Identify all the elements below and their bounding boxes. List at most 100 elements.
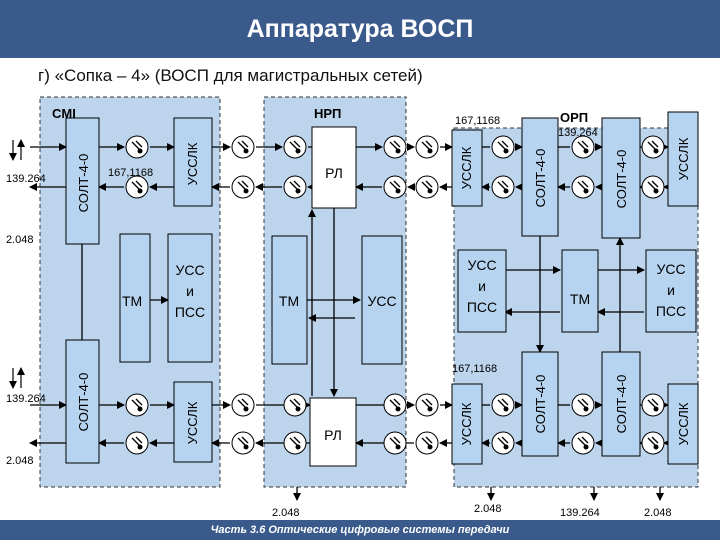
page-title: Аппаратура ВОСП	[0, 0, 720, 58]
optical-connector-icon	[415, 393, 439, 417]
uss-pss-block-cmi	[167, 233, 213, 363]
optical-connector-icon	[491, 431, 515, 455]
optical-connector-icon	[415, 431, 439, 455]
and-label: и	[186, 283, 194, 299]
solt-label: СОЛТ-4-0	[76, 373, 91, 432]
and-label: и	[667, 282, 675, 298]
uss-label: УСС	[467, 257, 496, 273]
optical-connector-icon	[571, 175, 595, 199]
ussk-block-orp-bottom-left	[451, 383, 483, 465]
ussk-label: УССЛК	[185, 142, 200, 185]
solt-label: СОЛТ-4-0	[614, 150, 629, 209]
tm-block-cmi	[119, 233, 151, 363]
optical-connector-icon	[415, 135, 439, 159]
rate-2048-left-bottom: 2.048	[6, 455, 34, 467]
solt-block-orp-bottom-left	[521, 351, 559, 457]
optical-connector-icon	[231, 175, 255, 199]
optical-connector-icon	[641, 175, 665, 199]
rate-167-cmi: 167,1168	[108, 167, 153, 179]
pss-label: ПСС	[467, 299, 497, 315]
ussk-block-cmi-top	[173, 117, 213, 207]
nrp-label: НРП	[314, 106, 341, 121]
solt-label: СОЛТ-4-0	[76, 154, 91, 213]
solt-label: СОЛТ-4-0	[533, 149, 548, 208]
optical-connector-icon	[383, 175, 407, 199]
ussk-block-orp-top-right	[667, 111, 699, 207]
rate-2048-bottom-orp: 2.048	[474, 503, 502, 515]
optical-connector-icon	[491, 175, 515, 199]
and-label: и	[478, 278, 486, 294]
optical-connector-icon	[383, 431, 407, 455]
optical-connector-icon	[125, 175, 149, 199]
cmi-label: CMI	[52, 106, 76, 121]
ussk-label: УССЛК	[676, 137, 691, 180]
solt-block-cmi-top	[65, 117, 100, 245]
ussk-block-orp-bottom-right	[667, 383, 699, 465]
optical-connector-icon	[283, 135, 307, 159]
solt-block-orp-top-left	[521, 117, 559, 237]
ussk-block-cmi-bottom	[173, 381, 213, 463]
left-input-arrows	[9, 139, 25, 389]
optical-connector-icon	[571, 135, 595, 159]
rl-label: РЛ	[325, 165, 343, 181]
tm-label: ТМ	[570, 291, 590, 307]
optical-connector-icon	[231, 393, 255, 417]
uss-label: УСС	[367, 293, 396, 309]
rate-139-left-top: 139.264	[6, 173, 46, 185]
optical-connector-icon	[125, 135, 149, 159]
pss-label: ПСС	[656, 303, 686, 319]
optical-connector-icon	[283, 431, 307, 455]
rl-block-top	[311, 126, 357, 209]
optical-connector-icon	[415, 175, 439, 199]
rate-167-orp-top: 167,1168	[455, 115, 500, 127]
optical-connector-icon	[641, 431, 665, 455]
solt-block-cmi-bottom	[65, 339, 100, 464]
optical-connector-icon	[491, 135, 515, 159]
tm-label: ТМ	[279, 293, 299, 309]
rate-139-bottom-orp: 139.264	[560, 507, 600, 519]
optical-connector-icon	[383, 393, 407, 417]
footer-caption: Часть 3.6 Оптические цифровые системы пе…	[0, 520, 720, 540]
ussk-label: УССЛК	[185, 401, 200, 444]
optical-connector-icon	[283, 175, 307, 199]
optical-connectors	[125, 135, 665, 455]
solt-label: СОЛТ-4-0	[533, 375, 548, 434]
diagram-subtitle: г) «Сопка – 4» (ВОСП для магистральных с…	[38, 66, 423, 85]
rl-label: РЛ	[324, 427, 342, 443]
uss-pss-block-orp-right	[645, 249, 697, 333]
rate-2048-left-top: 2.048	[6, 234, 34, 246]
optical-connector-icon	[571, 393, 595, 417]
optical-connector-icon	[641, 135, 665, 159]
optical-connector-icon	[283, 393, 307, 417]
uss-label: УСС	[175, 262, 204, 278]
uss-pss-block-orp-left	[457, 249, 507, 333]
ussk-label: УССЛК	[459, 402, 474, 445]
ussk-label: УССЛК	[676, 402, 691, 445]
optical-connector-icon	[231, 135, 255, 159]
rate-2048-bottom-nrp: 2.048	[272, 507, 300, 519]
solt-label: СОЛТ-4-0	[614, 375, 629, 434]
tm-label: ТМ	[122, 293, 142, 309]
pss-label: ПСС	[175, 304, 205, 320]
optical-connector-icon	[641, 393, 665, 417]
optical-connector-icon	[383, 135, 407, 159]
ussk-block-orp-top-left	[451, 129, 483, 207]
rl-block-bottom	[309, 397, 357, 467]
solt-block-orp-bottom-right	[601, 351, 641, 457]
optical-connector-icon	[125, 393, 149, 417]
uss-label: УСС	[656, 261, 685, 277]
optical-connector-icon	[125, 431, 149, 455]
tm-block-orp	[561, 249, 599, 333]
uss-block-nrp	[361, 235, 403, 365]
optical-connector-icon	[231, 431, 255, 455]
tm-block-nrp	[271, 235, 308, 365]
rate-139-left-bottom: 139.264	[6, 393, 46, 405]
rate-167-orp-bottom: 167,1168	[452, 363, 497, 375]
optical-connector-icon	[491, 393, 515, 417]
orp-label: ОРП	[560, 110, 588, 125]
solt-block-orp-top-right	[601, 117, 641, 239]
optical-connector-icon	[571, 431, 595, 455]
rate-2048-bottom-right: 2.048	[644, 507, 672, 519]
ussk-label: УССЛК	[459, 146, 474, 189]
